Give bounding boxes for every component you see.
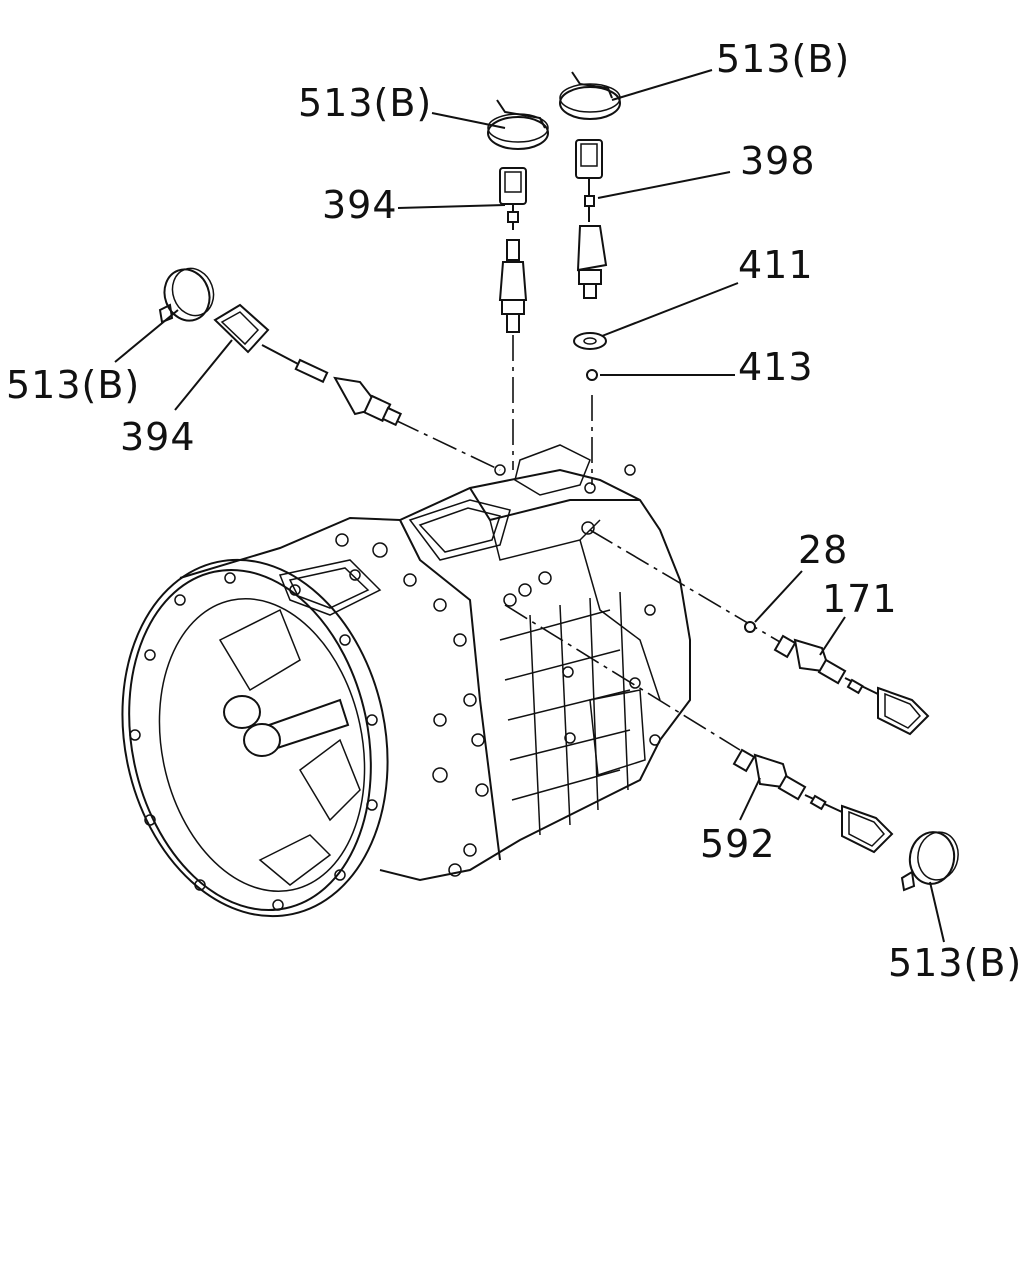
clip-top-right — [559, 71, 621, 120]
callout-labels: 513(B) 513(B) 394 398 411 413 513(B) 394… — [6, 37, 1022, 985]
label-clip-top-left: 513(B) — [298, 81, 432, 125]
flange-bolt-holes — [129, 572, 378, 911]
switch-398 — [575, 139, 608, 299]
sensor-394-left — [213, 303, 403, 427]
leader-lines — [114, 69, 945, 943]
label-clip-bottom-right: 513(B) — [888, 941, 1022, 985]
label-switch-592: 592 — [700, 822, 776, 866]
label-sensor-394-top: 394 — [322, 183, 398, 227]
label-sensor-394-left: 394 — [120, 415, 196, 459]
label-clip-top-right: 513(B) — [716, 37, 850, 81]
label-ball-413: 413 — [738, 345, 814, 389]
label-washer-411: 411 — [738, 243, 814, 287]
sensor-394-top — [498, 167, 528, 333]
label-clip-left: 513(B) — [6, 363, 140, 407]
assembly-centerlines — [394, 335, 781, 751]
clip-top-left — [487, 99, 549, 150]
washer-411 — [573, 332, 607, 350]
switch-171 — [773, 634, 930, 736]
ball-413 — [586, 369, 598, 381]
ball-28 — [744, 621, 756, 633]
clip-bottom-right — [900, 831, 959, 892]
case-bolt-bosses — [335, 464, 661, 877]
label-switch-171: 171 — [822, 577, 898, 621]
housing-ribs — [499, 591, 631, 836]
clip-left — [158, 267, 215, 324]
label-switch-398: 398 — [740, 139, 816, 183]
switch-592 — [732, 748, 894, 854]
input-shaft — [223, 695, 350, 757]
label-ball-28: 28 — [798, 528, 848, 572]
transmission-housing — [121, 444, 691, 918]
